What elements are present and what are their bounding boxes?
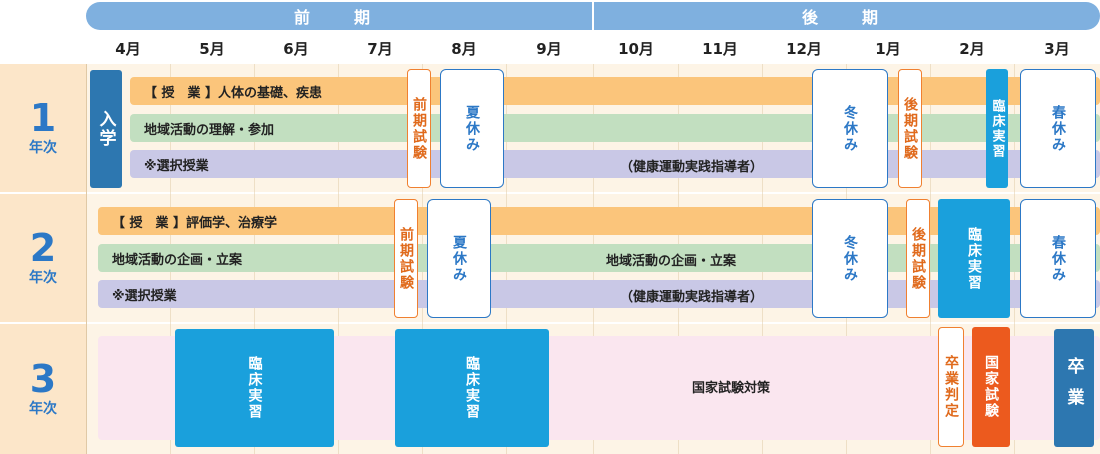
second-term-header: 後 期 [594, 2, 1100, 30]
month-header: 11月 [702, 39, 738, 58]
y1-second-exam-box: 後期試験 [898, 69, 922, 188]
y3-clinical-box-1: 臨床実習 [175, 329, 334, 447]
year3-cell: 3 年次 [0, 324, 86, 454]
y1-first-exam-box: 前期試験 [407, 69, 431, 188]
y2-clinical-box: 臨床実習 [938, 199, 1010, 318]
first-term-label: 前 期 [293, 8, 384, 27]
month-header: 2月 [959, 39, 985, 58]
y2-elective-bar: ※選択授業 [98, 280, 1100, 308]
y1-lecture-label: 【 授 業 】人体の基礎、疾患 [144, 85, 323, 101]
year-number: 2 [29, 226, 57, 270]
year-label: 年次 [29, 140, 57, 156]
y3-graduation-box: 卒業 [1054, 329, 1094, 447]
year-label: 年次 [29, 401, 57, 417]
first-term-header: 前 期 [86, 2, 592, 30]
month-header: 1月 [875, 39, 901, 58]
month-header: 10月 [618, 39, 654, 58]
y2-elective-label: ※選択授業 [112, 288, 177, 304]
y1-summer-box: 夏休み [440, 69, 504, 188]
year-number: 1 [29, 96, 57, 140]
y3-clinical-box-2: 臨床実習 [395, 329, 549, 447]
month-header: 6月 [283, 39, 309, 58]
y2-spring-box: 春休み [1020, 199, 1096, 318]
year2-cell: 2 年次 [0, 194, 86, 322]
month-header: 3月 [1044, 39, 1070, 58]
year1-cell: 1 年次 [0, 64, 86, 192]
month-header: 4月 [115, 39, 141, 58]
y1-spring-box: 春休み [1020, 69, 1096, 188]
y2-lecture-bar: 【 授 業 】評価学、治療学 [98, 207, 1100, 235]
y3-graduation-judgment-box: 卒業判定 [938, 327, 964, 447]
second-term-label: 後 期 [801, 8, 892, 27]
y1-clinical-box: 臨床実習 [986, 69, 1008, 188]
y2-second-exam-box: 後期試験 [906, 199, 930, 318]
y1-elective-bar: ※選択授業 [130, 150, 1100, 178]
y2-elective-note: （健康運動実践指導者） [620, 290, 764, 305]
month-separator [86, 64, 87, 454]
y2-lecture-label: 【 授 業 】評価学、治療学 [112, 215, 278, 231]
y3-national-exam-box: 国家試験 [972, 327, 1010, 447]
y2-community-second-label: 地域活動の企画・立案 [606, 254, 737, 269]
y1-elective-label: ※選択授業 [144, 158, 209, 174]
y2-winter-box: 冬休み [812, 199, 888, 318]
y2-summer-box: 夏休み [427, 199, 491, 318]
month-header: 9月 [536, 39, 562, 58]
y1-elective-note: （健康運動実践指導者） [620, 160, 764, 175]
month-header: 12月 [786, 39, 822, 58]
y1-community-label: 地域活動の理解・参加 [144, 122, 275, 138]
month-header: 5月 [199, 39, 225, 58]
year-label: 年次 [29, 270, 57, 286]
y1-winter-box: 冬休み [812, 69, 888, 188]
y3-exam-prep-label: 国家試験対策 [692, 381, 771, 396]
year-number: 3 [29, 357, 57, 401]
month-header: 7月 [367, 39, 393, 58]
y2-community-label: 地域活動の企画・立案 [112, 252, 243, 268]
y1-community-bar: 地域活動の理解・参加 [130, 114, 1100, 142]
y2-community-bar: 地域活動の企画・立案 [98, 244, 1100, 272]
y1-lecture-bar: 【 授 業 】人体の基礎、疾患 [130, 77, 1100, 105]
month-header: 8月 [451, 39, 477, 58]
y1-admission-box: 入学 [90, 70, 122, 188]
y2-first-exam-box: 前期試験 [394, 199, 418, 318]
